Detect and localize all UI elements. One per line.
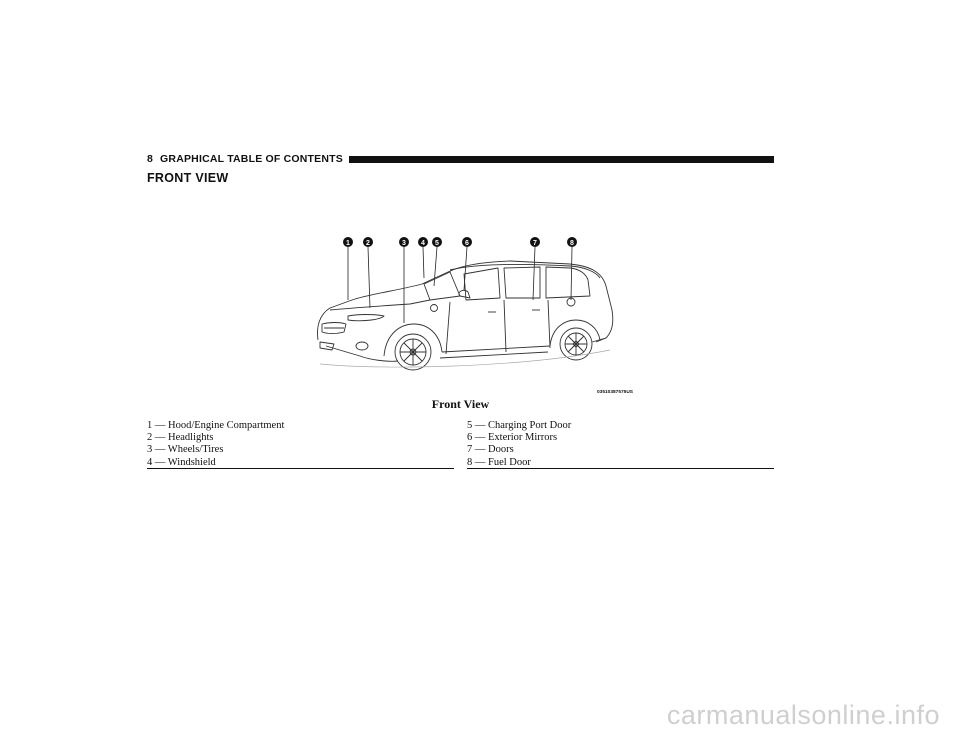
callout-7: 7 — [530, 237, 540, 247]
legend-item-6: 6 — Exterior Mirrors — [467, 432, 558, 444]
figure-caption: Front View — [431, 397, 490, 411]
page-number: 8 — [147, 153, 154, 165]
legend-right-column: 5 — Charging Port Door 6 — Exterior Mirr… — [467, 420, 774, 469]
svg-text:4: 4 — [421, 240, 425, 247]
page-title: FRONT VIEW — [147, 171, 229, 185]
svg-text:7: 7 — [533, 240, 537, 247]
callout-3: 3 — [399, 237, 409, 247]
legend-left-column: 1 — Hood/Engine Compartment 2 — Headligh… — [147, 420, 454, 469]
legend-item-8: 8 — Fuel Door — [467, 456, 531, 468]
legend-item-4: 4 — Windshield — [147, 456, 216, 468]
callout-4: 4 — [418, 237, 428, 247]
legend-item-2: 2 — Headlights — [147, 432, 214, 444]
svg-text:8: 8 — [570, 240, 574, 247]
svg-text:5: 5 — [435, 240, 439, 247]
svg-text:1: 1 — [346, 240, 350, 247]
svg-text:2: 2 — [366, 240, 370, 247]
legend-rule-right — [467, 468, 774, 469]
callout-leaders — [347, 246, 573, 323]
watermark: carmanualsonline.info — [666, 700, 940, 730]
section-name: GRAPHICAL TABLE OF CONTENTS — [160, 153, 343, 165]
callout-8: 8 — [567, 237, 577, 247]
callout-markers: 1 2 3 4 5 6 7 — [343, 237, 577, 247]
image-code: 03510387575US — [597, 389, 634, 395]
callout-5: 5 — [432, 237, 442, 247]
legend-item-1: 1 — Hood/Engine Compartment — [147, 420, 285, 431]
callout-2: 2 — [363, 237, 373, 247]
minivan-outline — [317, 260, 614, 371]
legend-item-7: 7 — Doors — [467, 444, 514, 456]
svg-text:6: 6 — [465, 240, 469, 247]
page-header: 8 GRAPHICAL TABLE OF CONTENTS — [147, 153, 774, 165]
legend-item-5: 5 — Charging Port Door — [467, 420, 572, 431]
header-rule — [348, 155, 774, 163]
vehicle-front-view-illustration: 1 2 3 4 5 6 7 — [300, 228, 640, 398]
legend-item-3: 3 — Wheels/Tires — [147, 444, 224, 456]
svg-text:3: 3 — [402, 240, 406, 247]
callout-6: 6 — [462, 237, 472, 247]
legend-rule-left — [147, 468, 454, 469]
callout-1: 1 — [343, 237, 353, 247]
